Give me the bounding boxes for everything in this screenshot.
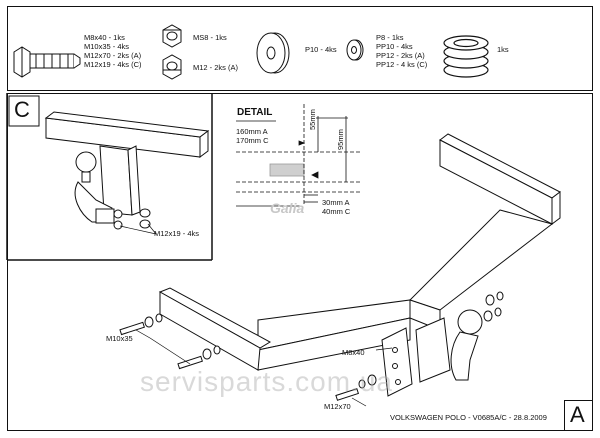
lock-nut-label: M12 - 2ks (A) (193, 63, 239, 72)
bolt-label: M8x40 - 1ks M10x35 - 4ks M12x70 - 2ks (A… (84, 33, 142, 69)
footer-text: VOLKSWAGEN POLO - V0685A/C - 28.8.2009 (390, 413, 547, 422)
bolt-label-line: M12x70 - 2ks (A) (84, 51, 142, 60)
nut-icon (162, 24, 182, 48)
bolt-label-line: M12x19 - 4ks (C) (84, 60, 142, 69)
parts-frame (7, 6, 593, 91)
small-washer-label: P8 - 1ks PP10 - 4ks PP12 - 2ks (A) PP12 … (376, 33, 427, 69)
detail-title: DETAIL (237, 107, 273, 118)
bolt-label-line: M10x35 - 4ks (84, 42, 130, 51)
dim-95: 95mm (336, 129, 345, 150)
small-washer-icon (346, 39, 364, 61)
label-m12x70: M12x70 (324, 402, 351, 411)
small-washer-line: PP12 - 4 ks (C) (376, 60, 428, 69)
brand-logo: Galia (270, 200, 305, 216)
dim-55: 55mm (308, 109, 317, 130)
small-washer-line: PP12 - 2ks (A) (376, 51, 425, 60)
detail-bottom-dim: 40mm C (322, 207, 351, 216)
section-c-bolt-label: M12x19 - 4ks (154, 229, 200, 238)
drawing-frame (7, 93, 593, 431)
label-m10x35: M10x35 (106, 334, 133, 343)
detail-left-dims: 160mm A 170mm C (236, 127, 269, 145)
nut-label: MS8 - 1ks (193, 33, 227, 42)
detail-view (236, 104, 360, 207)
detail-bottom-dim: 30mm A (322, 198, 350, 207)
detail-bottom-dims: 30mm A 40mm C (322, 198, 350, 216)
small-washer-line: PP10 - 4ks (376, 42, 413, 51)
tow-bar-main (158, 133, 561, 397)
small-washer-line: P8 - 1ks (376, 33, 404, 42)
section-c-letter: C (14, 97, 30, 122)
detail-left-dim: 170mm C (236, 136, 269, 145)
detail-left-dim: 160mm A (236, 127, 268, 136)
letter-a-box (564, 400, 593, 431)
watermark: servisparts.com.ua (140, 366, 393, 397)
bolt-group-right (335, 291, 504, 401)
spring-washer-icon (443, 35, 489, 78)
section-a-letter: A (570, 402, 585, 427)
bolt-group-left (119, 313, 221, 370)
washer-label: P10 - 4ks (305, 45, 337, 54)
washer-icon (256, 32, 290, 74)
label-m8x40: M8x40 (342, 348, 365, 357)
bolt-label-line: M8x40 - 1ks (84, 33, 125, 42)
spring-washer-label: 1ks (497, 45, 509, 54)
lock-nut-icon (162, 54, 182, 80)
bolt-icon (13, 46, 81, 78)
section-c-inset (6, 93, 213, 261)
